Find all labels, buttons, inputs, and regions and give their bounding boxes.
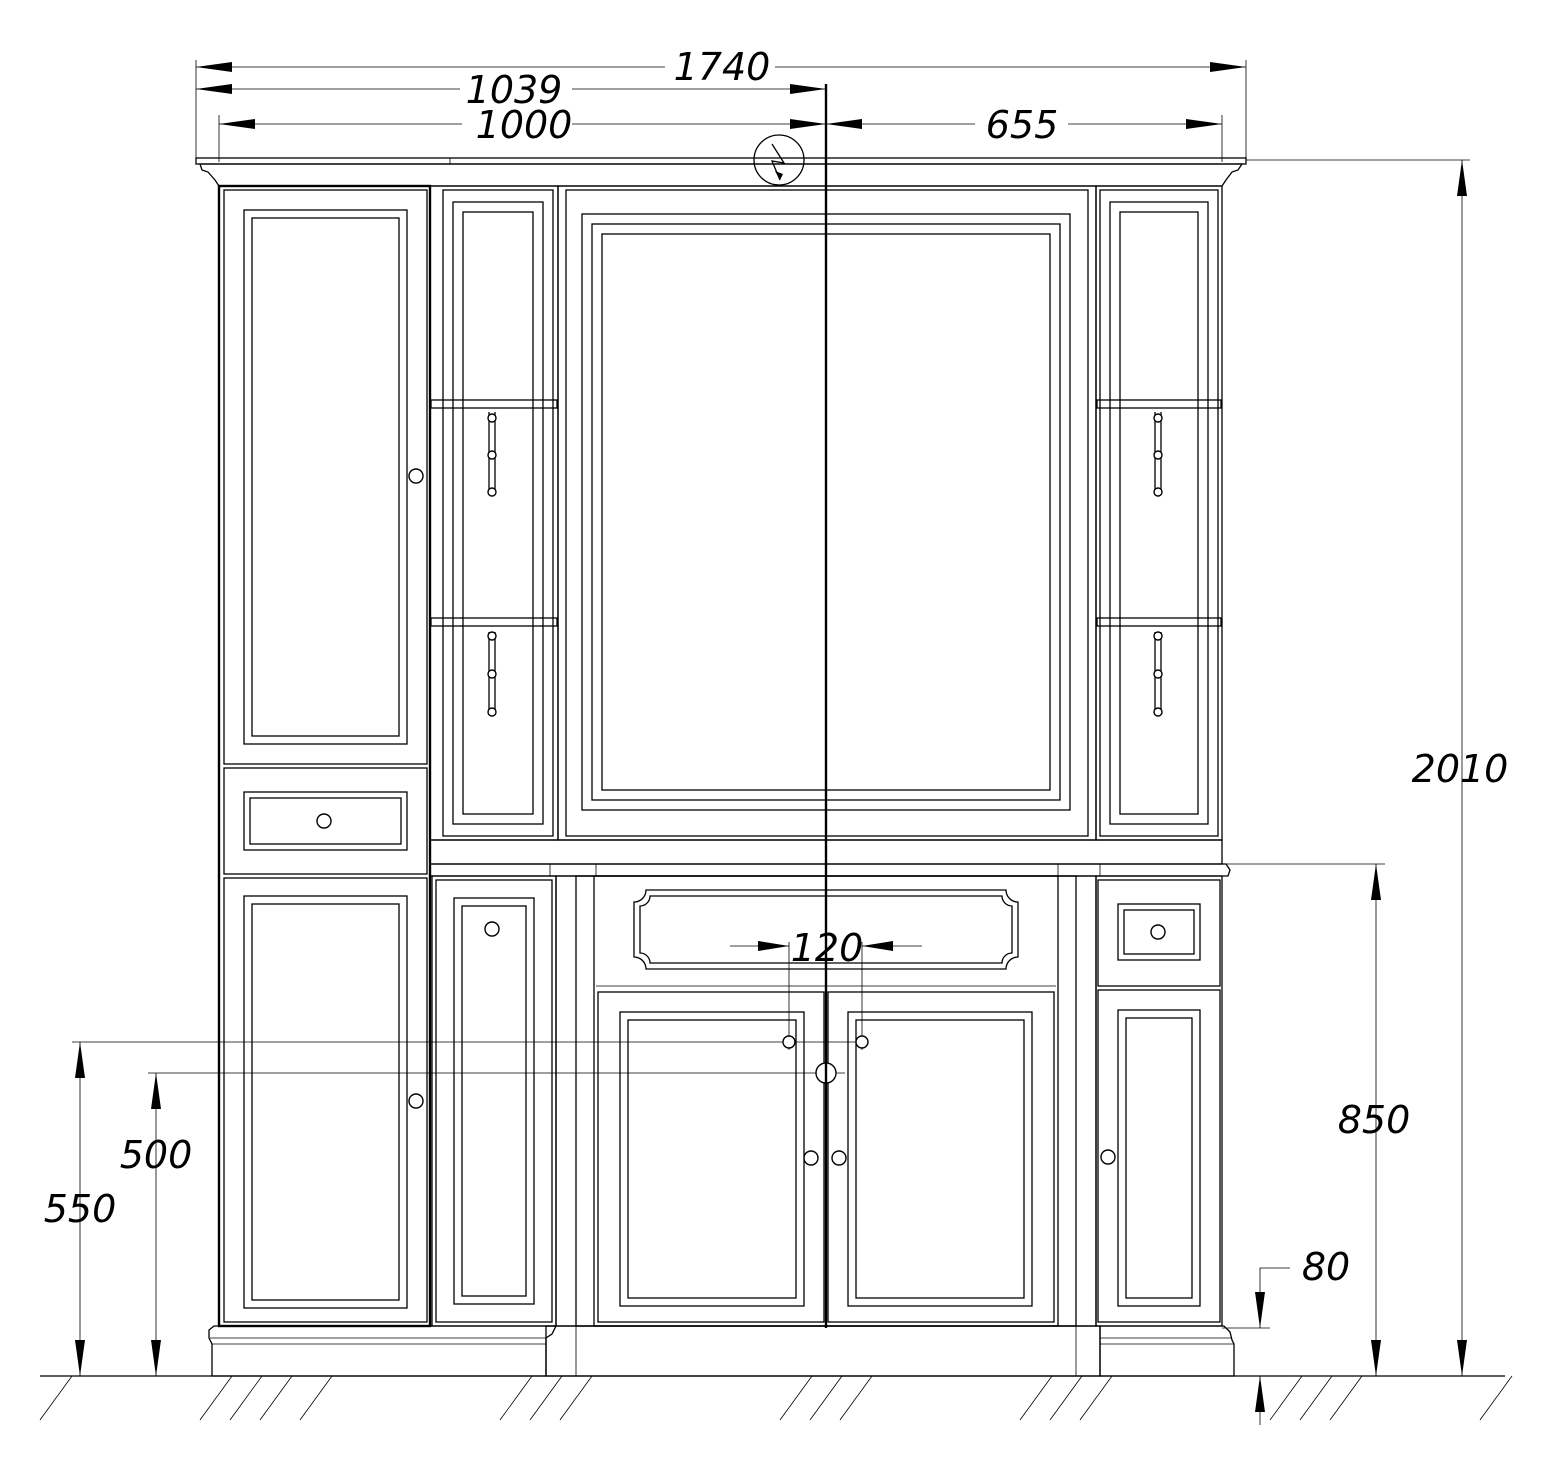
dimension-lines [72, 60, 1470, 1425]
countertop [429, 839, 1231, 877]
drawer-knob[interactable] [316, 813, 332, 829]
left-tall-cabinet [217, 184, 432, 1328]
cabinet [195, 134, 1247, 1377]
door-knob[interactable] [831, 1150, 847, 1166]
dim-1000-label: 1000 [476, 103, 573, 147]
shelf-bracket [487, 631, 497, 717]
dim-2010-label: 2010 [1412, 747, 1509, 791]
right-shelf-column [1095, 185, 1223, 841]
door-knob[interactable] [408, 468, 424, 484]
lower-right-cabinet [1095, 875, 1223, 1327]
lower-left-narrow-cabinet [431, 875, 557, 1327]
door-knob[interactable] [803, 1150, 819, 1166]
door-knob[interactable] [1100, 1149, 1116, 1165]
drawer-knob[interactable] [1150, 924, 1166, 940]
shelf-bracket [1153, 412, 1163, 497]
dim-655-label: 655 [986, 103, 1059, 147]
shelf-bracket [1153, 631, 1163, 717]
water-inlet [782, 1035, 796, 1049]
plinth [208, 1325, 1235, 1377]
lightning-icon [753, 134, 805, 186]
dim-80-label: 80 [1302, 1245, 1350, 1289]
dim-550-label: 550 [44, 1187, 117, 1231]
dim-850-label: 850 [1338, 1098, 1411, 1142]
left-shelf-column [429, 185, 559, 841]
floor-line [39, 1375, 1513, 1421]
water-inlet [855, 1035, 869, 1049]
dim-1740-label: 1740 [674, 45, 771, 89]
dim-500-label: 500 [120, 1133, 193, 1177]
door-knob[interactable] [484, 921, 500, 937]
crown-cornice [195, 157, 1247, 187]
dim-1039-label: 1039 [466, 68, 563, 112]
shelf-bracket [487, 412, 497, 497]
door-knob[interactable] [408, 1093, 424, 1109]
